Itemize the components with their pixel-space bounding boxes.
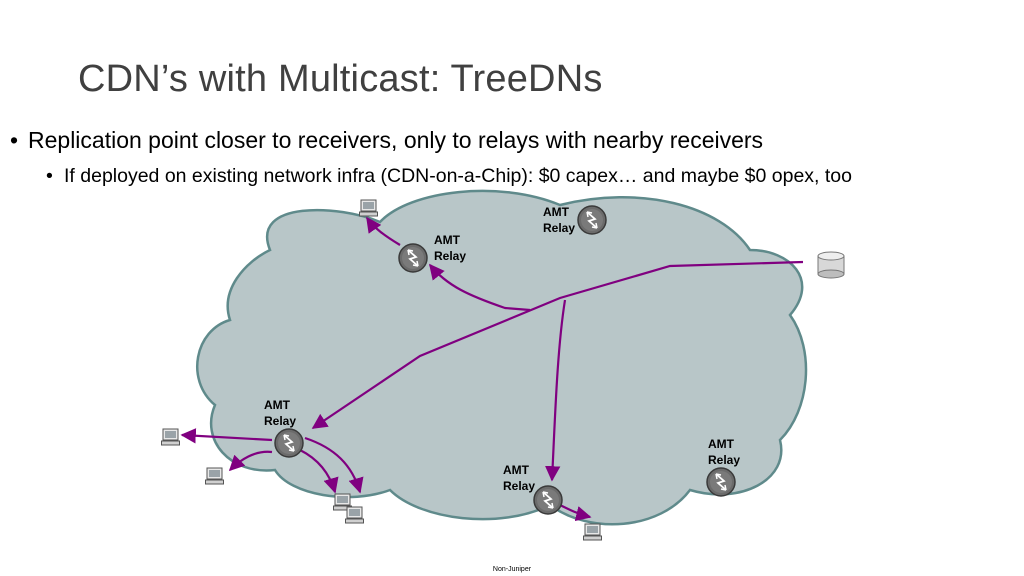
bullet-1: • Replication point closer to receivers, … <box>10 127 763 154</box>
link-left-relay-to-pc1 <box>180 428 273 444</box>
source-trunk <box>311 260 804 429</box>
relay-label-line1: AMT <box>543 205 569 219</box>
router-icon <box>533 485 563 515</box>
branch-bottom-relay <box>545 299 567 482</box>
relay-label-line1: AMT <box>708 437 734 451</box>
link-left-relay-to-pc3 <box>299 449 339 494</box>
relay-label: AMT Relay <box>708 436 740 468</box>
bullet-1-text: Replication point closer to receivers, o… <box>28 127 764 153</box>
relay-label-line2: Relay <box>264 414 297 428</box>
computer-icon <box>359 199 378 217</box>
multicast-flows <box>180 216 804 522</box>
computer-icon <box>345 506 364 524</box>
router-icon <box>398 243 428 273</box>
relay-label-line2: Relay <box>503 479 536 493</box>
router-icon <box>706 467 736 497</box>
link-top-relay-to-pc <box>366 216 401 246</box>
computer-icon <box>205 467 224 485</box>
link-bottom-relay-to-pc <box>559 504 592 522</box>
relay-label-line1: AMT <box>264 398 290 412</box>
server-icon <box>817 251 845 279</box>
relay-label: AMT Relay <box>264 397 296 429</box>
router-icon <box>577 205 607 235</box>
branch-top-relay <box>429 263 531 312</box>
computer-icon <box>583 523 602 541</box>
slide-title: CDN’s with Multicast: TreeDNs <box>78 58 603 100</box>
computer-icon <box>161 428 180 446</box>
relay-label: AMT Relay <box>503 462 535 494</box>
footer-text: Non-Juniper <box>492 566 532 573</box>
relay-label-line2: Relay <box>708 453 741 467</box>
bullet-2: • If deployed on existing network infra (… <box>46 165 852 188</box>
link-left-relay-to-pc2 <box>228 450 273 472</box>
bullet-dot: • <box>46 165 53 187</box>
relay-label-line1: AMT <box>434 233 460 247</box>
router-icon <box>274 428 304 458</box>
bullet-dot: • <box>10 127 19 153</box>
relay-label: AMT Relay <box>434 232 466 264</box>
relay-label-line2: Relay <box>434 249 467 263</box>
link-left-relay-to-pc4 <box>304 436 364 494</box>
relay-label: AMT Relay <box>543 204 575 236</box>
relay-label-line2: Relay <box>543 221 576 235</box>
relay-label-line1: AMT <box>503 463 529 477</box>
bullet-2-text: If deployed on existing network infra (C… <box>64 165 852 187</box>
